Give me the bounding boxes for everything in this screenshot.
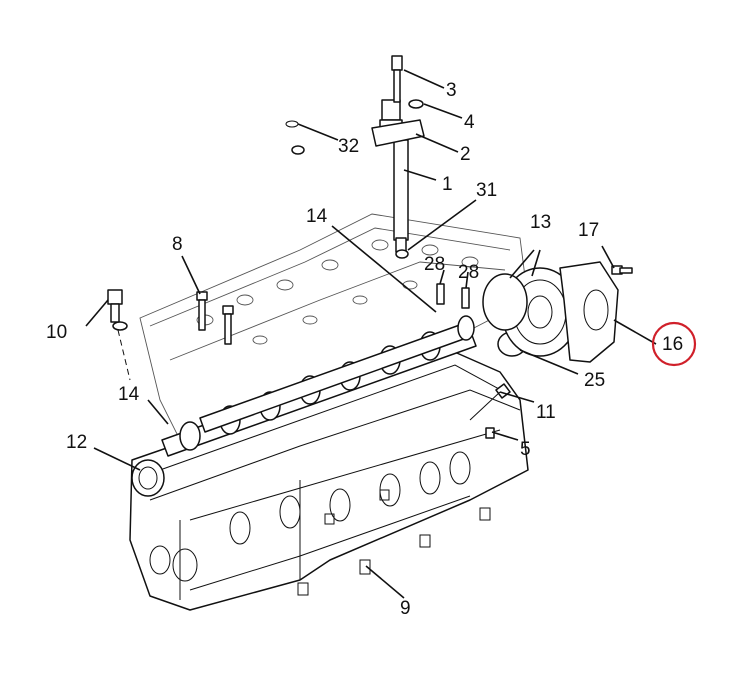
callout-2: 2: [460, 144, 471, 165]
callout-8: 8: [172, 234, 183, 255]
bolts-8: [196, 291, 234, 345]
gear-13: [482, 267, 579, 357]
callout-10: 10: [46, 322, 67, 343]
callout-3: 3: [446, 80, 457, 101]
callout-11: 11: [536, 402, 556, 423]
callout-14-upper: 14: [306, 206, 328, 227]
callout-9: 9: [400, 598, 411, 619]
callout-1: 1: [442, 174, 453, 195]
callout-12: 12: [66, 432, 87, 453]
injector-clamp: [371, 119, 425, 147]
callout-14-lower: 14: [118, 384, 140, 405]
head-studs: [297, 489, 491, 596]
callout-28-right: 28: [458, 262, 479, 283]
highlight-ring: [651, 321, 697, 367]
sensor-10: [107, 289, 131, 381]
bolt-17: [611, 265, 633, 275]
callout-4: 4: [464, 112, 475, 133]
seal-32: [285, 120, 305, 155]
dowels-28: [436, 283, 470, 309]
callout-25: 25: [584, 370, 605, 391]
callout-13: 13: [530, 212, 551, 233]
callout-31: 31: [476, 180, 497, 201]
callout-17: 17: [578, 220, 599, 241]
head-ports: [149, 451, 471, 582]
fuel-injector: [379, 99, 409, 253]
washer-4: [408, 99, 424, 109]
leader-lines: [85, 69, 657, 599]
camshaft-upper: [199, 315, 475, 433]
callouts: 1 2 3 4 5 8 9 10 11 12 13 14 14 16 17 25…: [46, 80, 683, 619]
callout-16: 16: [662, 334, 683, 355]
callout-5: 5: [520, 439, 531, 460]
cover-bosses: [196, 239, 479, 345]
camshaft-seal: [131, 459, 165, 497]
washer-31: [395, 249, 409, 259]
callout-28-left: 28: [424, 254, 445, 275]
pump-housing-16: [559, 261, 619, 363]
callout-32: 32: [338, 136, 359, 157]
cylinder-head-block: [129, 349, 529, 611]
injector-bolt: [391, 55, 403, 103]
